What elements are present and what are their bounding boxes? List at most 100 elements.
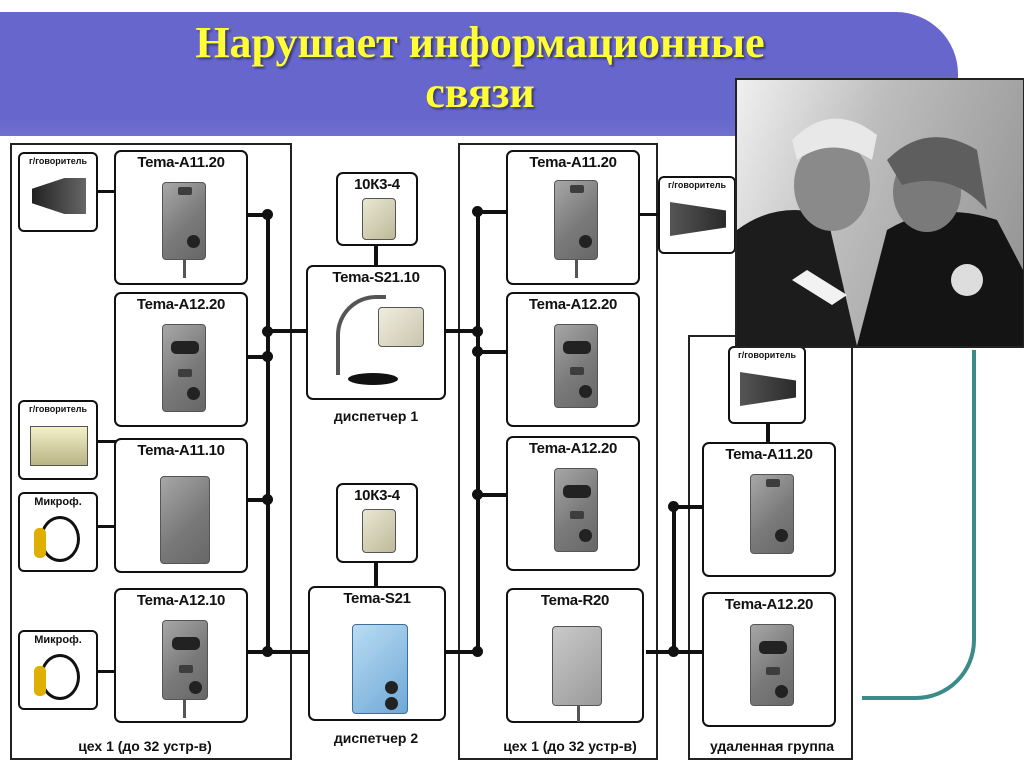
device-unit-image <box>362 509 396 553</box>
header-band <box>0 12 958 136</box>
speaker-icon <box>32 178 86 214</box>
link-wire <box>268 650 308 654</box>
bus-wire <box>646 650 676 654</box>
link-wire <box>98 670 116 673</box>
device-label: Tema-A12.20 <box>528 296 618 313</box>
device-tema-a11-20: Tema-A11.20 <box>114 150 248 285</box>
device-label: 10К3-4 <box>354 487 400 504</box>
speaker-box: г/говоритель <box>18 152 98 232</box>
bus-wire <box>476 210 480 655</box>
link-wire <box>98 440 116 443</box>
device-label: Tema-A12.20 <box>528 440 618 457</box>
speaker-box: г/говоритель <box>728 346 806 424</box>
speaker-label: г/говоритель <box>29 156 87 166</box>
junction-dot <box>472 489 483 500</box>
device-tema-a12-20: Tema-A12.20 <box>702 592 836 727</box>
dispatcher-2-caption: диспетчер 2 <box>333 730 419 746</box>
link-wire <box>98 190 116 193</box>
microphone-label: Микроф. <box>34 496 82 508</box>
device-tema-a12-10: Tema-A12.10 <box>114 588 248 723</box>
microphone-icon <box>40 654 80 700</box>
microphone-box: Микроф. <box>18 492 98 572</box>
photo <box>735 78 1024 348</box>
bus-wire <box>674 505 704 509</box>
junction-dot <box>668 501 679 512</box>
speaker-label: г/говоритель <box>668 180 726 190</box>
device-unit-image <box>554 180 598 278</box>
gooseneck-microphone-icon <box>336 295 386 375</box>
junction-dot <box>262 646 273 657</box>
bus-wire <box>246 498 268 502</box>
device-tema-a11-20: Tema-A11.20 <box>506 150 640 285</box>
slide-title: Нарушает информационные связи <box>30 18 930 118</box>
microphone-box: Микроф. <box>18 630 98 710</box>
device-unit-image <box>352 624 408 714</box>
device-tema-a12-20: Tema-A12.20 <box>506 436 640 571</box>
device-tema-a12-20: Tema-A12.20 <box>506 292 640 427</box>
dispatcher-1-caption: диспетчер 1 <box>333 408 419 424</box>
device-tema-s21: Tema-S21 <box>308 586 446 721</box>
device-unit-image <box>554 324 598 408</box>
link-wire <box>268 329 308 333</box>
device-unit-image <box>162 182 206 278</box>
bus-wire <box>478 493 508 497</box>
device-unit-image <box>750 474 794 554</box>
bus-wire <box>246 213 268 217</box>
device-label: Tema-A11.20 <box>529 154 617 171</box>
link-wire <box>445 329 478 333</box>
junction-dot <box>472 646 483 657</box>
junction-dot <box>262 494 273 505</box>
device-unit-image <box>160 476 210 564</box>
junction-dot <box>262 326 273 337</box>
remote-group-caption: удаленная группа <box>709 738 835 754</box>
bus-wire <box>478 350 508 354</box>
title-line-1: Нарушает информационные <box>195 18 765 67</box>
device-unit-image <box>554 468 598 552</box>
bus-wire <box>246 650 268 654</box>
speaker-icon <box>670 202 726 236</box>
speaker-label: г/говоритель <box>738 350 796 360</box>
link-wire <box>374 245 378 265</box>
device-unit-image <box>750 624 794 706</box>
microphone-icon <box>40 516 80 562</box>
microphone-base-icon <box>348 373 398 385</box>
device-10k3-4: 10К3-4 <box>336 172 418 246</box>
decorative-line <box>862 350 976 700</box>
device-label: Tema-A11.20 <box>725 446 813 463</box>
link-wire <box>374 562 378 587</box>
workshop-1-caption: цех 1 (до 32 устр-в) <box>78 738 212 754</box>
device-label: 10К3-4 <box>354 176 400 193</box>
speaker-box: г/говоритель <box>18 400 98 480</box>
bus-wire <box>674 650 704 654</box>
title-line-2: связи <box>425 68 535 117</box>
junction-dot <box>262 351 273 362</box>
device-label: Tema-A12.20 <box>724 596 814 613</box>
workshop-2-caption: цех 1 (до 32 устр-в) <box>503 738 637 754</box>
device-tema-r20: Tema-R20 <box>506 588 644 723</box>
speaker-box: г/говоритель <box>658 176 736 254</box>
device-label: Tema-A11.10 <box>137 442 225 459</box>
link-wire <box>640 213 658 216</box>
speaker-icon <box>30 426 88 466</box>
photo-illustration <box>737 118 1023 346</box>
device-unit-image <box>378 307 424 347</box>
link-wire <box>98 525 116 528</box>
device-unit-image <box>162 324 206 412</box>
device-label: Tema-A11.20 <box>137 154 225 171</box>
microphone-label: Микроф. <box>34 634 82 646</box>
speaker-icon <box>740 372 796 406</box>
bus-wire <box>246 355 268 359</box>
device-tema-a12-20: Tema-A12.20 <box>114 292 248 427</box>
device-tema-s21-10: Tema-S21.10 <box>306 265 446 400</box>
link-wire <box>445 650 478 654</box>
bus-wire <box>672 505 676 655</box>
device-10k3-4: 10К3-4 <box>336 483 418 563</box>
junction-dot <box>472 346 483 357</box>
junction-dot <box>668 646 679 657</box>
bus-wire <box>266 213 270 653</box>
device-unit-image <box>162 620 208 718</box>
device-tema-a11-10: Tema-A11.10 <box>114 438 248 573</box>
junction-dot <box>472 206 483 217</box>
device-label: Tema-A12.20 <box>136 296 226 313</box>
